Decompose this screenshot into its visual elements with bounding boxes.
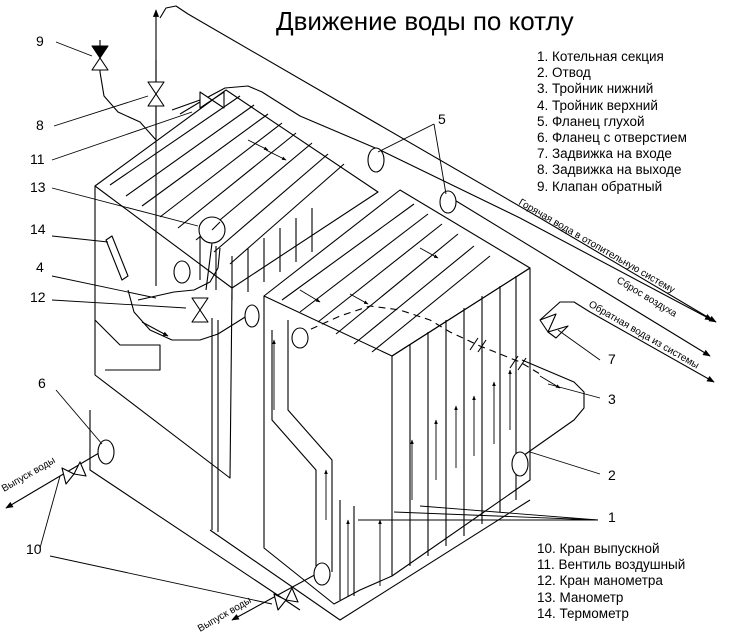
legend-item: 2. Отвод [537,65,591,81]
callout-10: 10 [26,541,42,557]
upper-section-block [94,89,379,532]
check-valve-9 [91,45,109,71]
callout-13: 13 [30,179,46,195]
callout-5: 5 [438,111,446,127]
air-release-pipe [447,195,715,383]
drain-left-label: Выпуск воды [0,455,57,494]
callout-6: 6 [38,375,46,391]
callout-11: 11 [30,151,45,167]
outlet-valve-8 [147,81,165,107]
drain-pipes [5,449,321,621]
callout-1: 1 [608,509,616,525]
lower-manifold [127,247,251,341]
callout-8: 8 [36,117,44,133]
legend-item: 6. Фланец с отверстием [537,130,687,146]
air-valve-11 [199,91,225,109]
drain-bottom-label: Выпуск воды [196,595,253,634]
legend-item: 12. Кран манометра [537,573,663,589]
return-water-label: Обратная вода из системы [587,298,702,371]
legend-bottom: 10. Кран выпускной 11. Вентиль воздушный… [537,541,685,622]
legend-item: 3. Тройник нижний [537,81,654,97]
hot-water-pipe [159,5,717,323]
legend-item: 13. Манометр [537,589,624,605]
legend-item: 9. Клапан обратный [537,178,663,194]
page-title: Движение воды по котлу [276,6,574,36]
thermometer-instrument [105,235,129,281]
flow-arrows [247,139,561,596]
legend-item: 10. Кран выпускной [537,541,660,556]
callout-3: 3 [608,391,616,407]
legend-item: 8. Задвижка на выходе [537,162,682,178]
legend-item: 1. Котельная секция [537,49,664,64]
callout-4: 4 [36,259,44,275]
callout-9: 9 [36,33,44,49]
legend-item: 11. Вентиль воздушный [537,557,686,573]
inlet-valve-7 [539,313,569,339]
callout-12: 12 [30,289,46,305]
legend-item: 14. Термометр [537,605,629,621]
manometer-gauge [198,216,226,291]
flanges [97,147,529,586]
callout-7: 7 [608,351,616,367]
lower-section-block [89,189,531,621]
leader-lines [39,41,601,605]
drain-valve-left [61,461,87,485]
hot-water-label: Горячая вода в отопительную систему [517,197,677,296]
drain-valve-bottom [273,587,299,611]
return-dashed-path [299,305,585,459]
gauge-valve-12 [191,297,209,323]
callout-14: 14 [30,221,46,237]
legend-top: 1. Котельная секция 2. Отвод 3. Тройник … [537,49,687,195]
legend-item: 5. Фланец глухой [537,113,645,129]
legend-item: 7. Задвижка на входе [537,146,672,162]
callout-2: 2 [608,467,616,483]
legend-item: 4. Тройник верхний [537,97,658,113]
